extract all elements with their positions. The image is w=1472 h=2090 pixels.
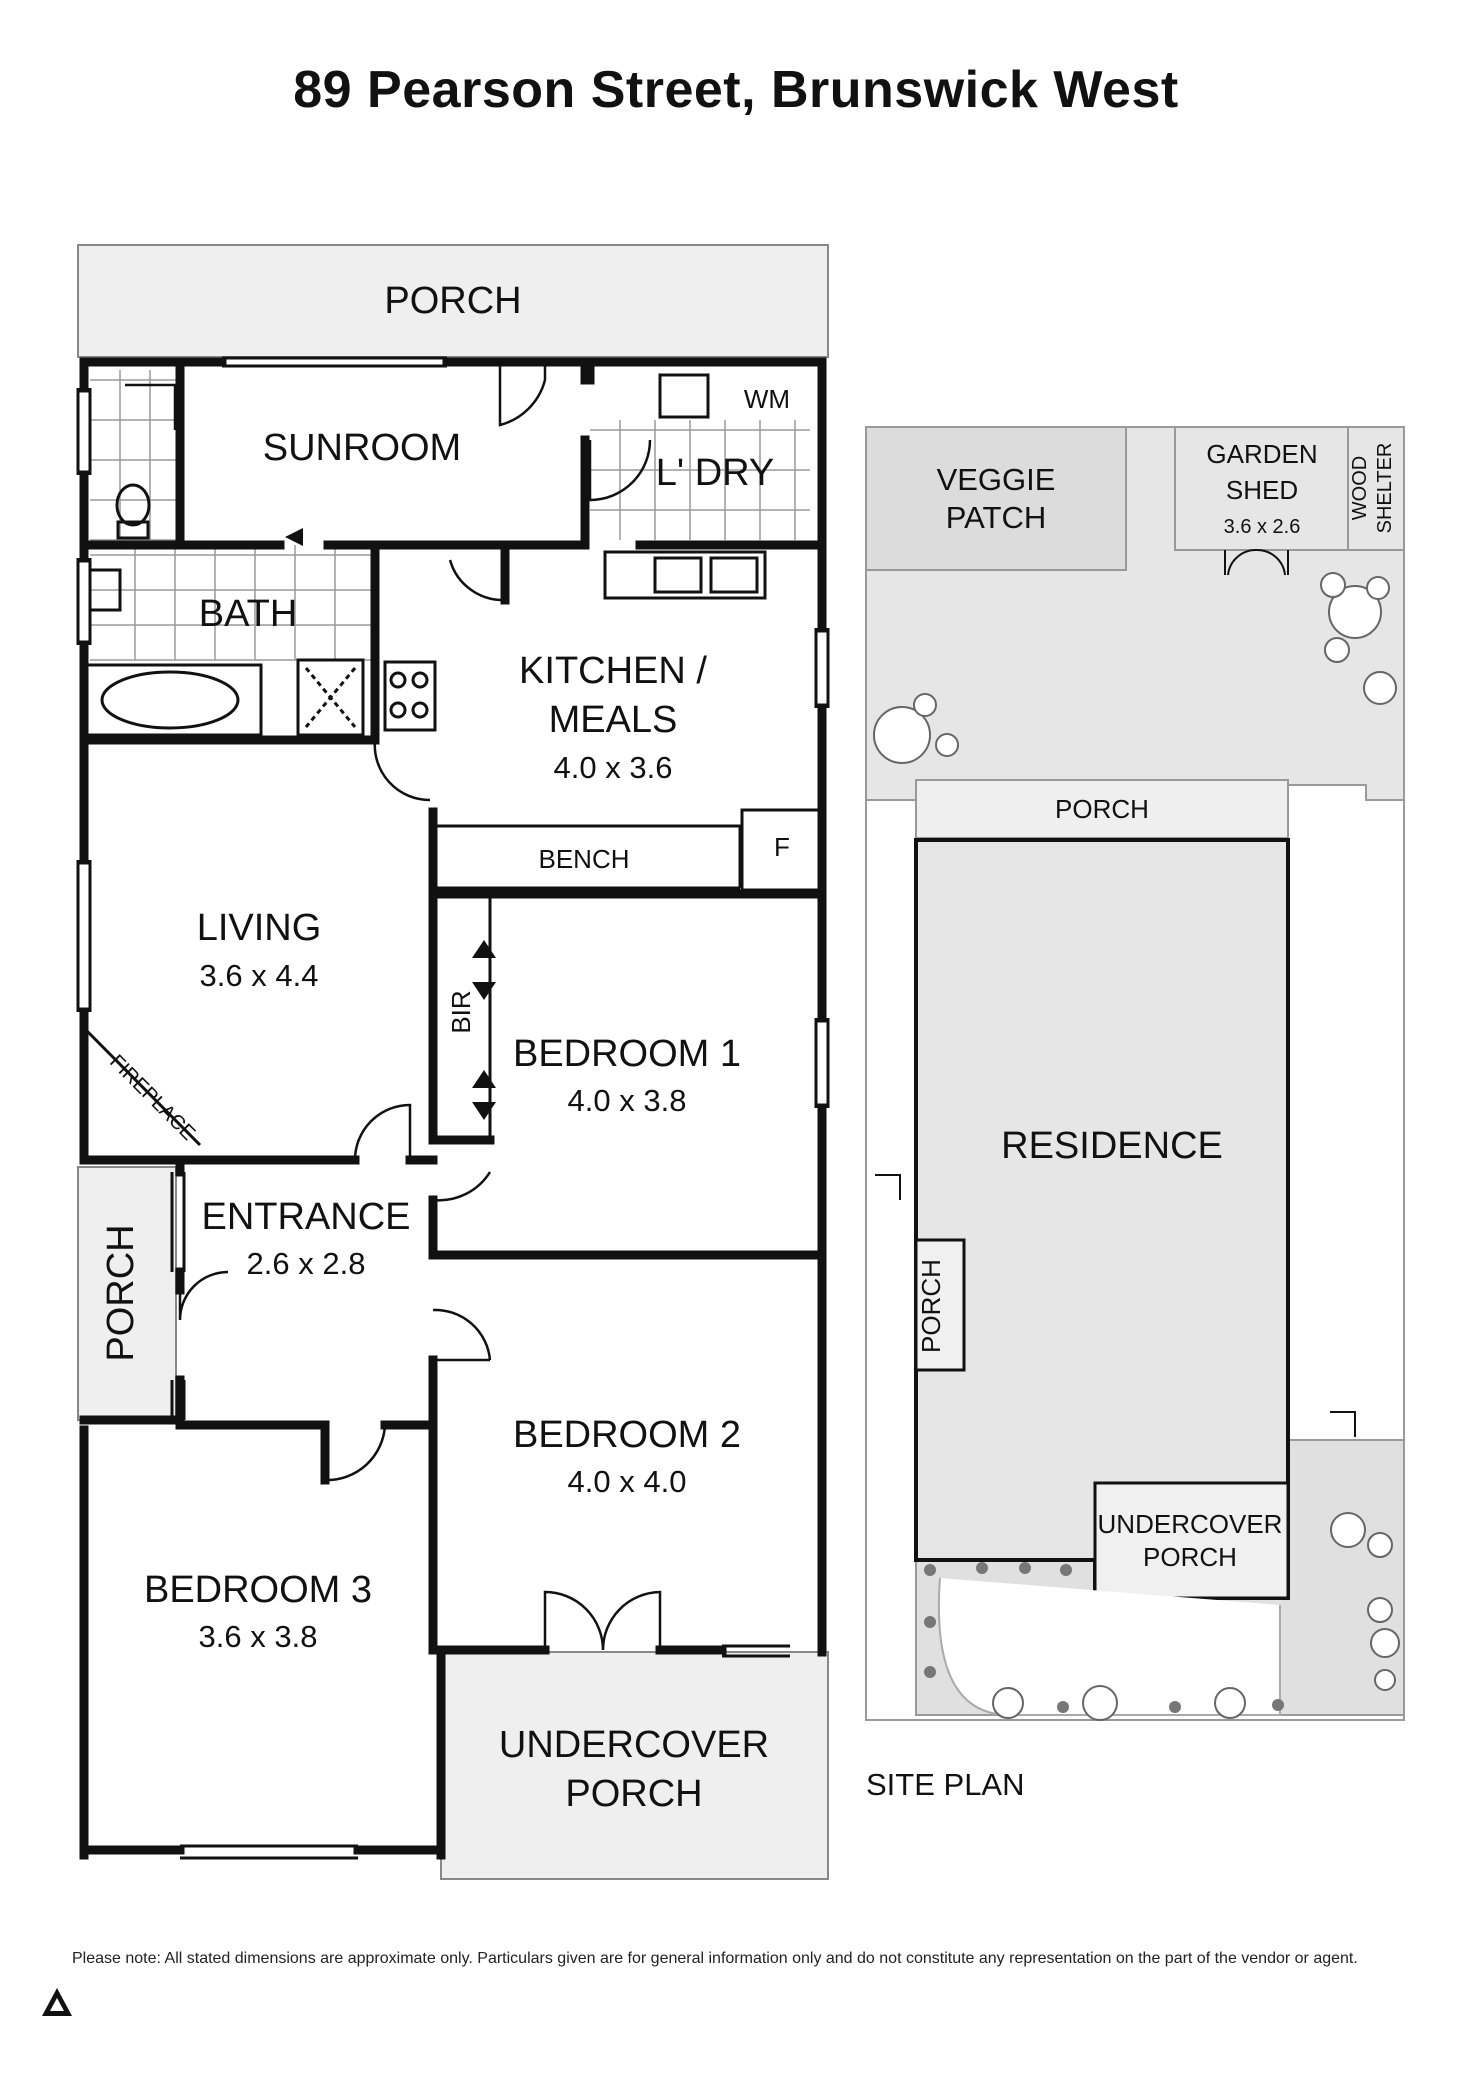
garden-shed-dim: 3.6 x 2.6 [1224, 516, 1301, 538]
arrow-markers [285, 528, 496, 1120]
tile-pattern [90, 370, 810, 661]
site-porch [915, 779, 1289, 839]
bir-label: BIR [446, 990, 476, 1033]
bedroom1-dim: 4.0 x 3.8 [568, 1083, 687, 1118]
bedroom1-label: BEDROOM 1 [513, 1033, 741, 1075]
undercover-porch-label-1: UNDERCOVER [499, 1724, 769, 1766]
entrance-dim: 2.6 x 2.8 [247, 1246, 366, 1281]
garden-shed-label-2: SHED [1226, 475, 1298, 505]
door-swings [125, 362, 662, 1651]
page-title: 89 Pearson Street, Brunswick West [293, 61, 1179, 119]
fireplace-label: FIREPLACE [105, 1051, 199, 1145]
bedroom3-label: BEDROOM 3 [144, 1569, 372, 1611]
kitchen-label-1: KITCHEN / [519, 650, 707, 692]
garden-shed [1174, 426, 1349, 551]
residence-label: RESIDENCE [1001, 1125, 1223, 1167]
fridge-label: F [774, 832, 790, 862]
bathtub-frame [84, 663, 263, 737]
bench-label: BENCH [538, 844, 629, 874]
wood-shelter-label-2: SHELTER [1374, 443, 1396, 534]
site-porch-label: PORCH [1055, 794, 1149, 824]
undercover-porch-label-2: PORCH [565, 1773, 702, 1815]
kitchen-label-2: MEALS [549, 699, 678, 741]
entrance-label: ENTRANCE [201, 1196, 410, 1238]
laundry-label: L' DRY [656, 452, 775, 494]
sunroom-label: SUNROOM [263, 427, 461, 469]
site-plan-label: SITE PLAN [866, 1767, 1025, 1802]
site-undercover-porch [1093, 1481, 1290, 1600]
bedroom2-label: BEDROOM 2 [513, 1414, 741, 1456]
fridge-space [740, 808, 824, 892]
toilet-icon [115, 483, 151, 527]
laundry-tub [658, 373, 710, 419]
cooktop [383, 660, 437, 732]
porch-side-area [77, 1166, 177, 1421]
bathtub [100, 670, 240, 730]
wood-shelter [1347, 426, 1405, 551]
shower [296, 658, 365, 737]
recycle-logo-icon [42, 1988, 72, 2016]
veggie-patch [865, 426, 1127, 571]
undercover-porch-area [440, 1651, 829, 1880]
site-undercover-porch-label-2: PORCH [1143, 1542, 1237, 1572]
disclaimer-text: Please note: All stated dimensions are a… [72, 1950, 1358, 1967]
living-label: LIVING [197, 907, 322, 949]
kitchen-dim: 4.0 x 3.6 [554, 750, 673, 785]
site-side-porch-label: PORCH [916, 1259, 946, 1353]
site-plan [865, 426, 1405, 1721]
porch-top-area [77, 244, 829, 358]
interior-details [76, 356, 830, 1860]
sink-counter [603, 550, 767, 600]
site-undercover-porch-label-1: UNDERCOVER [1098, 1509, 1283, 1539]
bath-label: BATH [199, 593, 298, 635]
veggie-patch-label-2: PATCH [946, 500, 1046, 535]
wood-shelter-label-1: WOOD [1349, 456, 1371, 520]
shrubs [924, 1562, 1284, 1713]
trees [873, 572, 1400, 1721]
wm-label: WM [744, 384, 790, 414]
veggie-patch-label-1: VEGGIE [937, 462, 1056, 497]
garden-shed-label-1: GARDEN [1206, 439, 1317, 469]
walls [84, 357, 827, 1860]
bedroom2-dim: 4.0 x 4.0 [568, 1464, 687, 1499]
porch-top-label: PORCH [384, 280, 521, 322]
living-dim: 3.6 x 4.4 [200, 958, 319, 993]
bedroom3-dim: 3.6 x 3.8 [199, 1619, 318, 1654]
porch-side-label: PORCH [100, 1224, 142, 1361]
site-side-porch [914, 1238, 966, 1372]
